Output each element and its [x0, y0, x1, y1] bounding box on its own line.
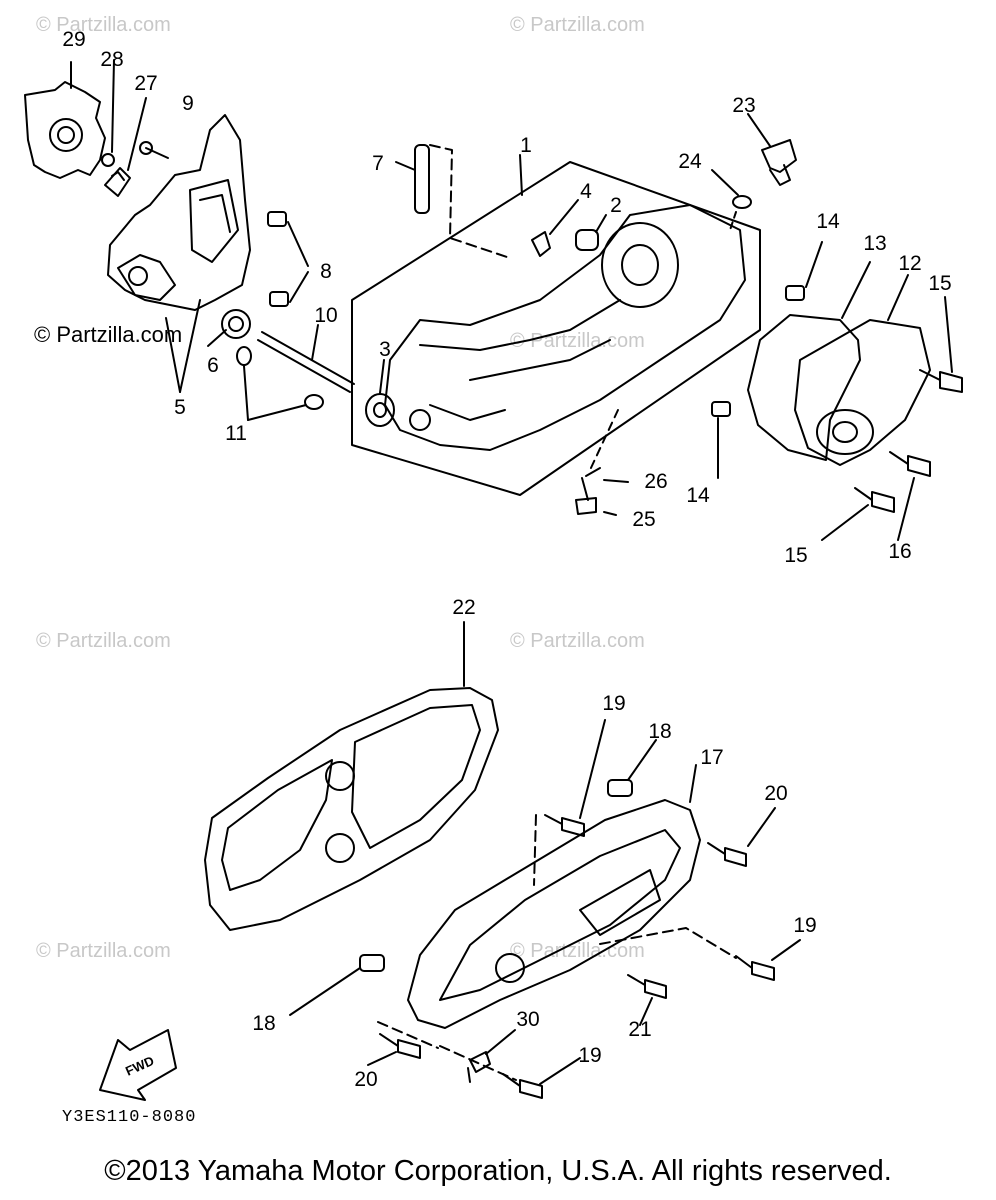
bushing-part	[575, 229, 599, 251]
callout-11: 11	[225, 422, 247, 445]
callout-19b: 19	[793, 914, 816, 937]
forward-arrow-icon	[99, 1029, 177, 1101]
bolt-part	[889, 451, 931, 477]
bolt-part	[575, 477, 597, 515]
callout-7: 7	[372, 152, 384, 175]
watermark: © Partzilla.com	[510, 330, 645, 352]
callout-14b: 14	[686, 484, 710, 507]
callout-24: 24	[678, 150, 702, 173]
callout-30: 30	[516, 1008, 539, 1031]
left-crankcase-part	[107, 114, 251, 311]
screw-part	[145, 147, 169, 159]
bolt-part	[735, 955, 775, 981]
bolt-part	[919, 369, 963, 393]
washer-part	[732, 195, 752, 209]
callout-25: 25	[632, 508, 655, 531]
callout-15a: 15	[928, 272, 951, 295]
callout-18b: 18	[252, 1012, 275, 1035]
dowel-part	[269, 291, 289, 307]
shaft-part	[257, 331, 355, 393]
bushing-part	[607, 779, 633, 797]
callout-18a: 18	[648, 720, 671, 743]
callout-16: 16	[888, 540, 911, 563]
gasket-part	[747, 314, 861, 461]
callout-20a: 20	[764, 782, 787, 805]
bearing-part	[221, 309, 251, 339]
bolt-part	[379, 1033, 421, 1059]
callout-layer: 1 2 3 4 5 6 7 8 9 10 11 12 13 14 14 15 1…	[62, 28, 951, 1091]
diagram-code: Y3ES110-8080	[62, 1108, 197, 1127]
crankcase-gasket-part	[204, 687, 499, 931]
callout-12: 12	[898, 252, 921, 275]
callout-27: 27	[134, 72, 157, 95]
watermark: © Partzilla.com	[510, 630, 645, 652]
callout-9: 9	[182, 92, 194, 115]
callout-8: 8	[320, 260, 332, 283]
bolt-part	[502, 1073, 543, 1099]
bushing-part	[359, 954, 385, 972]
dowel-part	[267, 211, 287, 227]
forward-label: FWD	[123, 1053, 156, 1079]
callout-5: 5	[174, 396, 186, 419]
watermark: © Partzilla.com	[36, 630, 171, 652]
copyright-notice: ©2013 Yamaha Motor Corporation, U.S.A. A…	[104, 1155, 892, 1187]
main-crankcase-part	[384, 204, 746, 451]
callout-20b: 20	[354, 1068, 377, 1091]
plate-hole	[49, 118, 83, 152]
callout-4: 4	[580, 180, 592, 203]
bolt-part	[707, 842, 747, 867]
callout-21: 21	[628, 1018, 651, 1041]
o-ring-part	[236, 346, 252, 366]
callout-14a: 14	[816, 210, 840, 233]
o-ring-part	[304, 394, 324, 410]
dowel-part	[711, 401, 731, 417]
callout-2: 2	[610, 194, 622, 217]
watermark: © Partzilla.com	[36, 14, 171, 36]
bolt-part	[627, 974, 667, 999]
callout-22: 22	[452, 596, 475, 619]
bolt-part	[854, 487, 895, 513]
bearing-part	[365, 393, 395, 427]
callout-10: 10	[314, 304, 337, 327]
fitting-part	[531, 231, 551, 257]
watermark: © Partzilla.com	[36, 940, 171, 962]
callout-13: 13	[863, 232, 886, 255]
watermark: © Partzilla.com	[34, 322, 183, 347]
plug-part	[761, 139, 797, 173]
bolt-part	[101, 153, 115, 167]
side-cover-part	[794, 319, 931, 466]
callout-1: 1	[520, 134, 532, 157]
callout-3: 3	[379, 338, 391, 361]
callout-15b: 15	[784, 544, 807, 567]
callout-17: 17	[700, 746, 723, 769]
cover-plate-part	[24, 81, 106, 179]
callout-28: 28	[100, 48, 123, 71]
dowel-part	[785, 285, 805, 301]
callout-19a: 19	[602, 692, 625, 715]
callout-6: 6	[207, 354, 219, 377]
pin-part	[414, 144, 430, 214]
crankcase-cover-part	[407, 799, 701, 1029]
bolt-part	[544, 814, 585, 837]
callout-19c: 19	[578, 1044, 601, 1067]
callout-29: 29	[62, 28, 85, 51]
clamp-part	[467, 1051, 491, 1083]
main-crankcase-box	[351, 161, 761, 496]
callout-23: 23	[732, 94, 755, 117]
callout-26: 26	[644, 470, 667, 493]
watermark: © Partzilla.com	[510, 14, 645, 36]
